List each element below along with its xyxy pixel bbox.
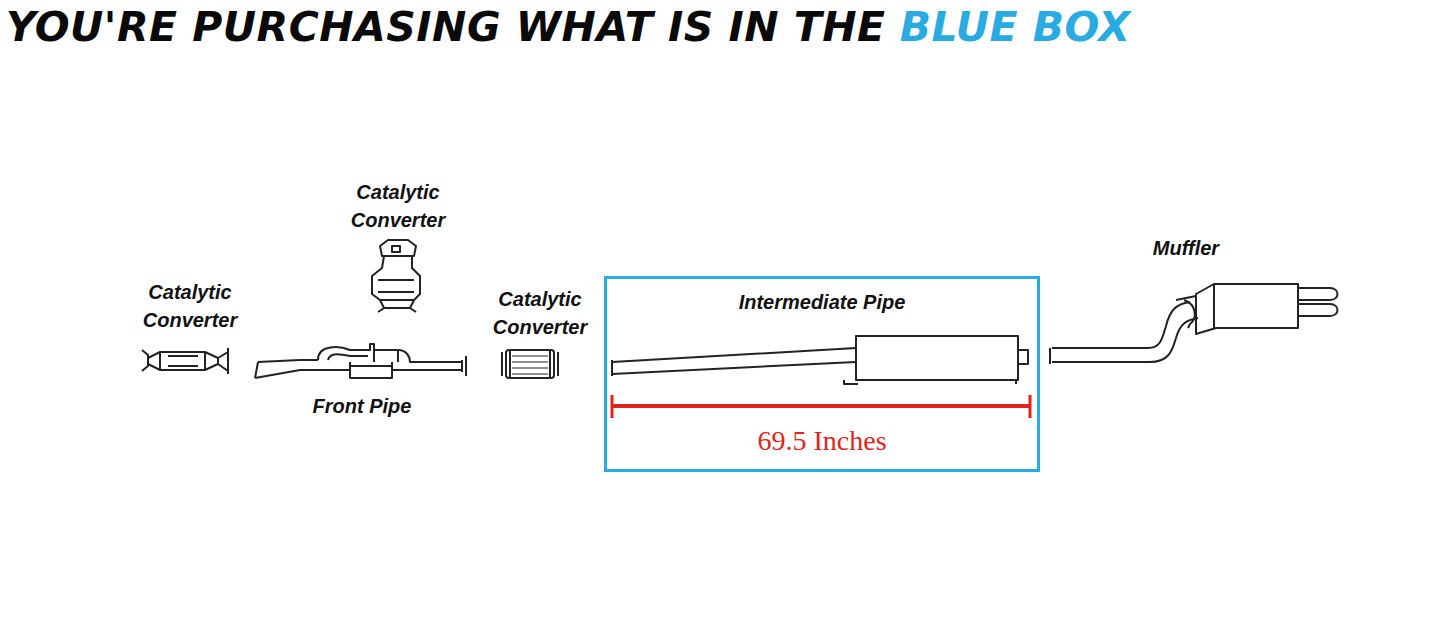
intermediate-pipe <box>612 336 1028 384</box>
dimension-line <box>612 395 1030 418</box>
part-label: Catalytic Converter <box>470 285 610 341</box>
selection-box: Intermediate Pipe 69.5 Inches <box>604 276 1040 472</box>
part-label: Catalytic Converter <box>120 278 260 334</box>
part-label: Catalytic Converter <box>328 178 468 234</box>
title-highlight: BLUE BOX <box>900 0 1131 54</box>
catalytic-converter-left <box>142 348 228 374</box>
part-label: Intermediate Pipe <box>607 291 1037 314</box>
muffler <box>1050 284 1338 364</box>
front-pipe <box>255 344 466 378</box>
title-row: YOU'RE PURCHASING WHAT IS IN THE BLUE BOX <box>6 0 1131 54</box>
part-label: Front Pipe <box>282 392 442 420</box>
part-label: Muffler <box>1126 234 1246 262</box>
catalytic-converter-top <box>372 240 420 312</box>
catalytic-converter-right <box>502 350 558 378</box>
page-title: YOU'RE PURCHASING WHAT IS IN THE <box>6 0 886 54</box>
dimension-label: 69.5 Inches <box>607 425 1037 457</box>
